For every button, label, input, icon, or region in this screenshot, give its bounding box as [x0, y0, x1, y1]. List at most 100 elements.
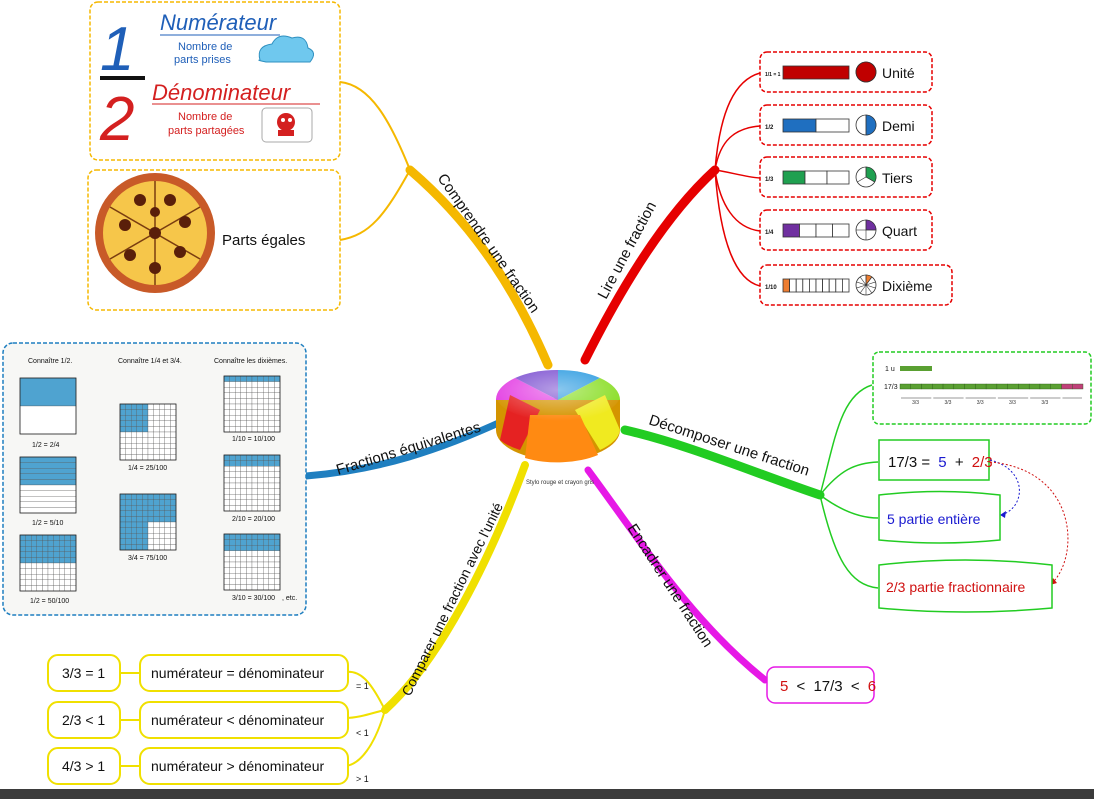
grid-cell [263, 550, 269, 557]
grid-cell [251, 545, 258, 551]
grid-border [223, 533, 281, 591]
grid-cell [36, 546, 43, 552]
grid-cell [147, 454, 154, 461]
grid-cell [268, 494, 275, 500]
grid-cell [164, 454, 171, 461]
grid-cell [251, 539, 258, 546]
branch-lire-line [580, 165, 720, 365]
arrow-to-whole [989, 459, 1020, 516]
grid-cell [47, 585, 54, 592]
lire-item-label: Demi [882, 118, 915, 134]
grid-cell [59, 534, 65, 541]
grid-cell [274, 567, 281, 574]
grid-cell [263, 505, 269, 512]
grid-cell [131, 510, 137, 517]
grid-cell [142, 533, 149, 539]
grid-cell [246, 499, 253, 506]
grid-cell [274, 392, 281, 399]
grid-cell [131, 431, 137, 438]
grid-cell [246, 426, 253, 433]
grid-cell [257, 573, 264, 579]
grid-cell [170, 448, 177, 455]
framing-low: 5 [780, 678, 788, 695]
grid-cell [119, 454, 126, 461]
grid-cell [268, 466, 275, 472]
fraction-disc-divider [865, 284, 873, 294]
grid-cell [19, 479, 77, 486]
grid-cell [268, 477, 275, 484]
equiv-caption-1a: 1/2 = 2/4 [32, 442, 60, 449]
grid-cell [170, 431, 177, 438]
grid-cell [263, 471, 269, 478]
grid-cell [274, 494, 281, 500]
grid-cell [136, 493, 143, 500]
grid-cell [131, 505, 137, 511]
grid-cell [257, 387, 264, 393]
grid-cell [36, 562, 43, 569]
grid-cell [223, 454, 230, 461]
grid-cell [251, 454, 258, 461]
grid-cell [268, 499, 275, 506]
number-line-unit [985, 383, 998, 390]
grid-cell [147, 420, 154, 427]
grid-cell [268, 403, 275, 410]
grid-cell [263, 381, 269, 388]
grid-cell [125, 493, 132, 500]
grid-cell [251, 567, 258, 574]
grid-cell [136, 431, 143, 438]
grid-cell [119, 544, 126, 551]
grid-cell [257, 539, 264, 546]
lire-item-label: Tiers [882, 170, 913, 186]
grid-cell [159, 493, 165, 500]
grid-cell [246, 556, 253, 563]
grid-cell [125, 499, 132, 506]
grid-cell [119, 426, 126, 433]
grid-cell [229, 488, 236, 495]
grid-cell [159, 420, 165, 427]
grid-cell [64, 562, 71, 569]
grid-cell [153, 426, 160, 433]
fraction-disc-divider [865, 276, 873, 286]
lire-item-fraction: 1/10 [765, 285, 777, 291]
denominator-desc-1: Nombre de [178, 111, 232, 123]
equiv-header-2: Connaître 1/4 et 3/4. [118, 358, 182, 365]
grid-cell [263, 482, 269, 489]
grid-cell [164, 505, 171, 511]
grid-cell [159, 431, 165, 438]
grid-cell [263, 494, 269, 500]
grid-cell [246, 494, 253, 500]
grid-cell [31, 568, 37, 575]
grid-cell [19, 574, 26, 580]
grid-cell [246, 482, 253, 489]
grid-cell [251, 387, 258, 393]
grid-border [19, 534, 77, 592]
grid-cell [257, 471, 264, 478]
grid-cell [136, 448, 143, 455]
fraction-bar-part [782, 278, 790, 293]
branch-comparer-sub-3 [344, 709, 386, 767]
grid-cell [153, 533, 160, 539]
lire-item-fraction: 1/1 = 1 [765, 72, 781, 78]
grid-cell [142, 437, 149, 444]
grid-cell [235, 420, 241, 427]
grid-cell [70, 551, 77, 558]
grid-cell [164, 538, 171, 545]
grid-cell [257, 403, 264, 410]
grid-cell [251, 426, 258, 433]
grid-cell [131, 454, 137, 461]
grid-cell [268, 545, 275, 551]
branch-comparer-sub-2 [344, 709, 386, 719]
grid-cell [229, 409, 236, 416]
grid-cell [136, 415, 143, 421]
grid-cell [70, 540, 77, 547]
grid-cell [125, 409, 132, 416]
grid-cell [25, 562, 32, 569]
fraction-disc-slice [865, 114, 877, 136]
equiv-caption-2a: 1/4 = 25/100 [128, 465, 167, 472]
grid-cell [36, 579, 43, 586]
grid-cell [246, 533, 253, 540]
grid-cell [136, 409, 143, 416]
grid-cell [64, 546, 71, 552]
grid-cell [229, 584, 236, 591]
grid-cell [251, 573, 258, 579]
